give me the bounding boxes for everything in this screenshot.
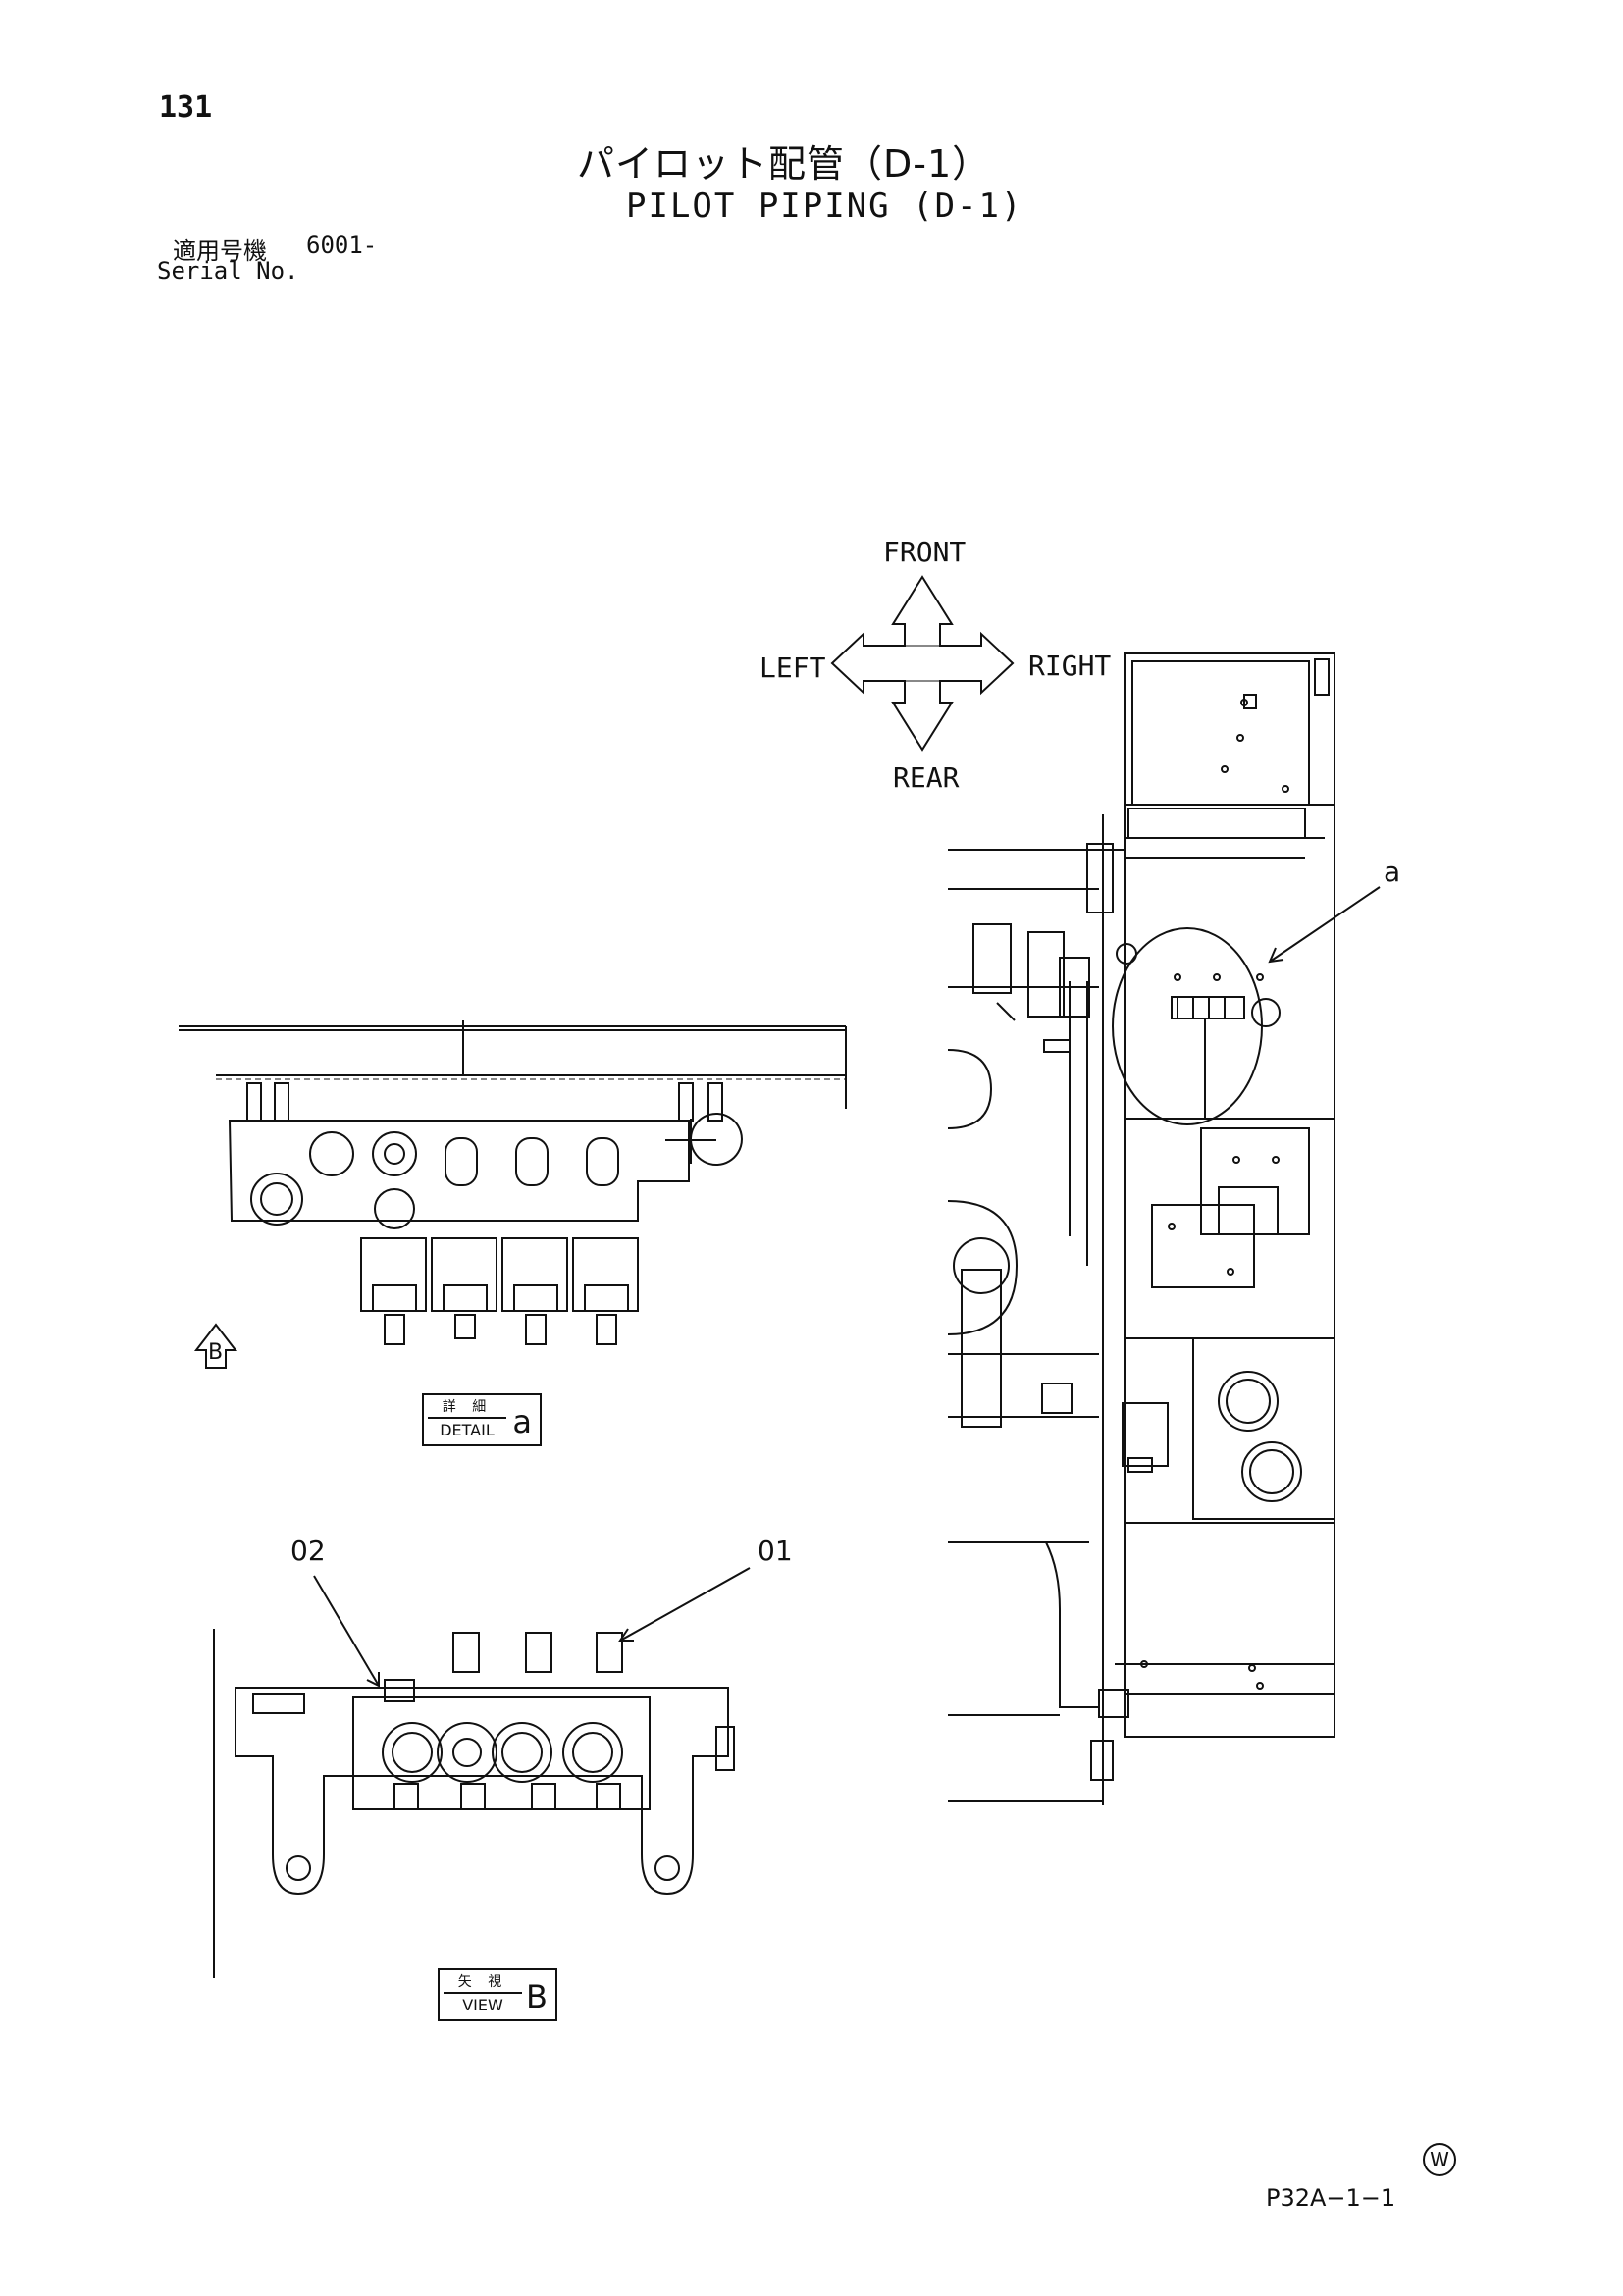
detail-a-valve-drawing	[179, 1020, 847, 1345]
detail-tag-ja: 詳 細	[428, 1397, 506, 1419]
direction-front: FRONT	[883, 536, 967, 568]
view-tag-letter: B	[526, 1978, 548, 2015]
direction-rear: REAR	[893, 761, 960, 794]
detail-tag-letter: a	[512, 1403, 532, 1440]
view-tag-ja: 矢 視	[444, 1972, 522, 1994]
detail-a-leader	[1269, 886, 1381, 963]
machine-frame-top-view	[947, 652, 1335, 1805]
direction-compass	[830, 575, 1015, 752]
part-02-leader-arrowhead	[366, 1672, 380, 1688]
document-code: P32A−1−1	[1266, 2184, 1396, 2212]
serial-value: 6001-	[306, 232, 378, 259]
circled-w-mark: W	[1423, 2143, 1456, 2176]
view-b-arrow	[193, 1323, 238, 1369]
detail-a-circle	[1112, 927, 1263, 1125]
part-01-leader	[619, 1567, 751, 1642]
title-japanese: パイロット配管（D-1）	[577, 142, 991, 185]
view-b-valve-drawing	[213, 1629, 735, 1978]
view-tag-en: VIEW	[462, 1996, 503, 2014]
title-english: PILOT PIPING (D-1)	[626, 186, 1023, 226]
part-02-leader	[313, 1575, 380, 1687]
view-tag: 矢 視 VIEW B	[438, 1968, 557, 2021]
serial-label-en: Serial No.	[157, 257, 299, 285]
detail-a-leader-arrowhead	[1268, 947, 1284, 964]
page-number: 131	[159, 90, 213, 125]
part-01-leader-arrowhead	[618, 1628, 634, 1642]
direction-right: RIGHT	[1028, 650, 1112, 682]
direction-left: LEFT	[759, 652, 826, 684]
detail-tag: 詳 細 DETAIL a	[422, 1393, 542, 1446]
detail-tag-en: DETAIL	[440, 1421, 495, 1439]
view-arrow-letter: B	[208, 1340, 224, 1365]
callout-a: a	[1384, 856, 1401, 888]
callout-part-02: 02	[290, 1535, 326, 1567]
serial-label-ja: 適用号機	[173, 237, 267, 265]
callout-part-01: 01	[758, 1535, 793, 1567]
